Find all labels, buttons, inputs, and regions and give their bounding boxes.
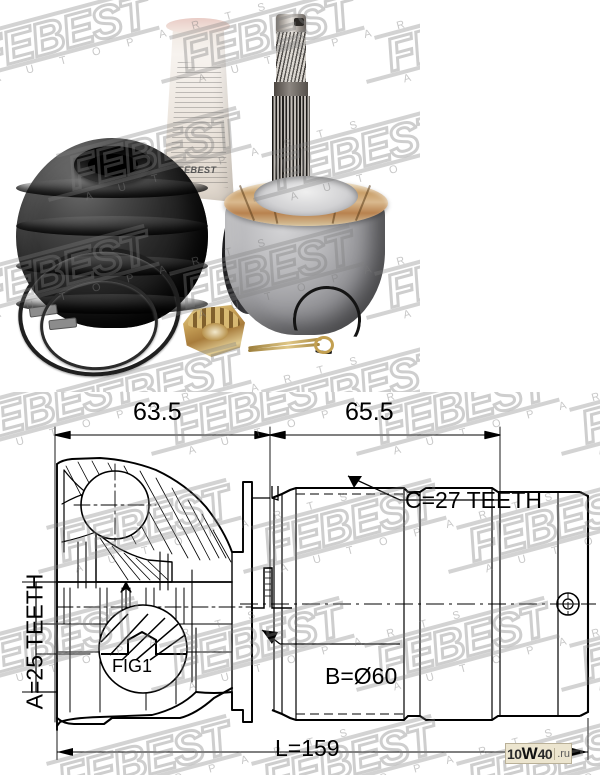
brand-watermark-strike: [366, 25, 420, 84]
brand-watermark-tagline: A U T O P A R T S: [402, 234, 420, 322]
boot-neck-opening: [88, 154, 138, 176]
dimension-label-joint-diameter: B=Ø60: [325, 663, 398, 689]
dimension-label-joint-length: 63.5: [133, 398, 182, 426]
dimension-label-shaft-length: 65.5: [345, 398, 394, 426]
boot-rib: [16, 216, 208, 236]
brand-watermark-strike: [48, 379, 253, 392]
cotter-pin: [248, 335, 334, 357]
instruction-sheet-rim: [166, 18, 230, 34]
brand-watermark-tagline: A U T O P A R T S: [0, 0, 279, 86]
brand-watermark-name: FEBEST: [379, 220, 420, 319]
stamp-suffix: 40: [537, 745, 553, 762]
stamp-prefix: 10: [507, 745, 522, 762]
dimension-label-outer-teeth: C=27 TEETH: [405, 487, 542, 513]
boot-neck: [74, 146, 152, 184]
product-photo: FEBEST: [0, 0, 420, 392]
brand-watermark-strike: [253, 379, 420, 392]
brand-watermark-strike: [0, 25, 160, 84]
brand-watermark-tagline: A U T O P A R T S: [402, 0, 420, 86]
boot-rib: [16, 294, 208, 314]
rubber-cv-boot: [16, 138, 208, 328]
dimension-label-overall-length: L=159: [275, 735, 340, 761]
drawing-svg: [22, 426, 596, 760]
cv-joint-flange-inner: [254, 176, 358, 216]
boot-rib: [16, 256, 208, 276]
site-watermark-stamp: 10 W 40 .ru: [505, 743, 573, 764]
brand-watermark-tagline: A U T O P A R T S: [289, 352, 420, 392]
castle-nut-bore: [202, 323, 228, 341]
boot-rib: [16, 178, 208, 198]
shaft-bolt-head: [276, 14, 306, 34]
clamp-tab: [48, 317, 78, 331]
stamp-tld: .ru: [554, 747, 570, 760]
instruction-sheet-logo: FEBEST: [178, 165, 217, 175]
dimension-label-inner-teeth: A=25 TEETH: [21, 573, 48, 710]
hex-socket-icon: [294, 18, 304, 26]
brand-watermark-name: FEBEST: [0, 0, 155, 83]
castle-nut-crown: [188, 307, 240, 329]
brand-watermark-strike: [374, 0, 420, 40]
brand-watermark-strike: [0, 0, 145, 40]
shaft-shoulder: [274, 82, 308, 98]
brand-watermark-name: FEBEST: [379, 0, 420, 83]
castle-nut: [183, 305, 245, 357]
detail-callout-fig1: FIG1: [112, 656, 153, 676]
shaft-threaded-section: [276, 32, 306, 84]
cotter-pin-eye: [314, 336, 334, 354]
stamp-w-letter: W: [521, 743, 538, 763]
